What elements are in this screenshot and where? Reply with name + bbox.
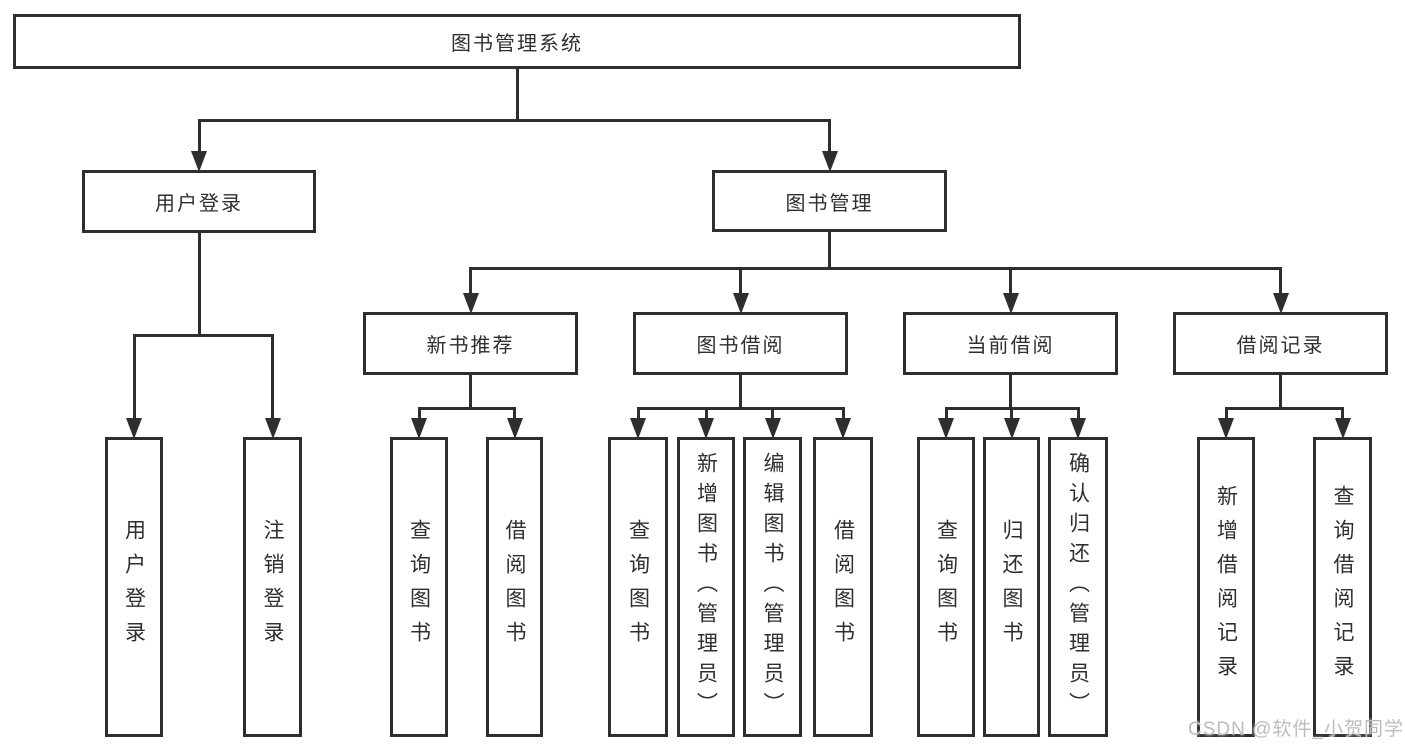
node-borrow-records: 借阅记录 xyxy=(1173,312,1388,375)
node-label: 确认归还（管理员） xyxy=(1066,452,1090,722)
node-leaf-query-book-3: 查询图书 xyxy=(917,437,975,737)
edge-stem-line xyxy=(1010,408,1013,420)
node-leaf-add-book: 新增图书（管理员） xyxy=(677,437,735,737)
arrowhead-down-icon xyxy=(264,418,281,439)
node-leaf-add-record: 新增借阅记录 xyxy=(1197,437,1255,737)
edge-stem-line xyxy=(828,120,831,153)
node-label: 新书推荐 xyxy=(426,335,515,357)
edge-stem-line xyxy=(513,408,516,420)
edge-stem-line xyxy=(1341,408,1344,420)
node-user-login: 用户登录 xyxy=(82,170,316,233)
node-leaf-query-book-1: 查询图书 xyxy=(390,437,448,737)
node-label: 新增图书（管理员） xyxy=(694,452,718,722)
edge-rail-line xyxy=(1224,406,1344,410)
edge-drop-line xyxy=(515,68,519,122)
node-label: 新增借阅记录 xyxy=(1214,485,1238,689)
arrowhead-down-icon xyxy=(1334,418,1351,439)
csdn-watermark: CSDN @软件_小贺同学 xyxy=(1188,719,1404,740)
arrowhead-down-icon xyxy=(732,293,749,314)
edge-drop-line xyxy=(1009,374,1012,410)
arrowhead-down-icon xyxy=(506,418,523,439)
edge-stem-line xyxy=(771,408,774,420)
node-leaf-confirm-return: 确认归还（管理员） xyxy=(1048,437,1108,737)
edge-drop-line xyxy=(1279,374,1282,410)
edge-stem-line xyxy=(197,120,201,153)
edge-rail-line xyxy=(469,266,1282,270)
node-label: 图书管理系统 xyxy=(451,33,583,55)
node-book-borrow: 图书借阅 xyxy=(633,312,848,375)
node-label: 借阅图书 xyxy=(503,519,526,655)
arrowhead-down-icon xyxy=(1003,418,1020,439)
edge-rail-line xyxy=(636,406,845,410)
arrowhead-down-icon xyxy=(1002,293,1019,314)
edge-stem-line xyxy=(417,408,421,420)
node-leaf-edit-book: 编辑图书（管理员） xyxy=(743,437,802,737)
node-new-book-rec: 新书推荐 xyxy=(363,312,578,375)
node-leaf-query-record: 查询借阅记录 xyxy=(1313,437,1372,737)
arrowhead-down-icon xyxy=(1218,418,1234,439)
node-label: 查询图书 xyxy=(407,519,431,655)
node-label: 编辑图书（管理员） xyxy=(761,452,784,722)
edge-stem-line xyxy=(1009,268,1012,295)
arrowhead-down-icon xyxy=(835,418,851,439)
edge-stem-line xyxy=(132,335,136,420)
node-label: 归还图书 xyxy=(1000,519,1023,655)
node-leaf-user-login: 用户登录 xyxy=(105,437,163,737)
edge-rail-line xyxy=(197,118,831,122)
node-label: 借阅记录 xyxy=(1236,335,1325,357)
arrowhead-down-icon xyxy=(938,418,954,439)
node-leaf-borrow-book-1: 借阅图书 xyxy=(486,437,543,737)
node-root: 图书管理系统 xyxy=(13,14,1021,69)
node-label: 查询图书 xyxy=(626,519,650,655)
edge-drop-line xyxy=(197,232,201,337)
arrowhead-down-icon xyxy=(630,418,646,439)
node-label: 注销登录 xyxy=(261,519,284,655)
node-leaf-borrow-book-2: 借阅图书 xyxy=(813,437,873,737)
arrowhead-down-icon xyxy=(462,293,479,314)
node-leaf-logout: 注销登录 xyxy=(243,437,302,737)
arrowhead-down-icon xyxy=(1272,293,1289,314)
arrowhead-down-icon xyxy=(411,418,427,439)
node-label: 借阅图书 xyxy=(831,519,855,655)
node-label: 用户登录 xyxy=(122,519,146,655)
edge-drop-line xyxy=(739,374,742,410)
node-label: 查询借阅记录 xyxy=(1331,485,1354,689)
edge-rail-line xyxy=(417,406,516,410)
node-leaf-return-book: 归还图书 xyxy=(983,437,1040,737)
edge-stem-line xyxy=(1279,268,1282,295)
arrowhead-down-icon xyxy=(764,418,781,439)
edge-drop-line xyxy=(828,231,831,270)
edge-stem-line xyxy=(636,408,640,420)
edge-drop-line xyxy=(469,374,472,410)
node-label: 图书借阅 xyxy=(696,335,785,357)
edge-stem-line xyxy=(704,408,708,420)
node-leaf-query-book-2: 查询图书 xyxy=(608,437,668,737)
edge-rail-line xyxy=(132,333,274,337)
node-label: 查询图书 xyxy=(934,519,958,655)
node-book-mgmt: 图书管理 xyxy=(712,170,947,232)
edge-stem-line xyxy=(841,408,845,420)
arrowhead-down-icon xyxy=(698,418,714,439)
node-current-borrow: 当前借阅 xyxy=(903,312,1118,375)
edge-stem-line xyxy=(1076,408,1080,420)
node-label: 图书管理 xyxy=(785,192,874,215)
node-label: 用户登录 xyxy=(155,193,243,215)
edge-stem-line xyxy=(271,335,274,420)
node-label: 当前借阅 xyxy=(966,335,1055,357)
edge-stem-line xyxy=(469,268,472,295)
arrowhead-down-icon xyxy=(191,151,207,172)
edge-stem-line xyxy=(944,408,948,420)
edge-stem-line xyxy=(1224,408,1228,420)
edge-stem-line xyxy=(739,268,742,295)
arrowhead-down-icon xyxy=(821,151,838,172)
arrowhead-down-icon xyxy=(126,418,142,439)
arrowhead-down-icon xyxy=(1070,418,1086,439)
